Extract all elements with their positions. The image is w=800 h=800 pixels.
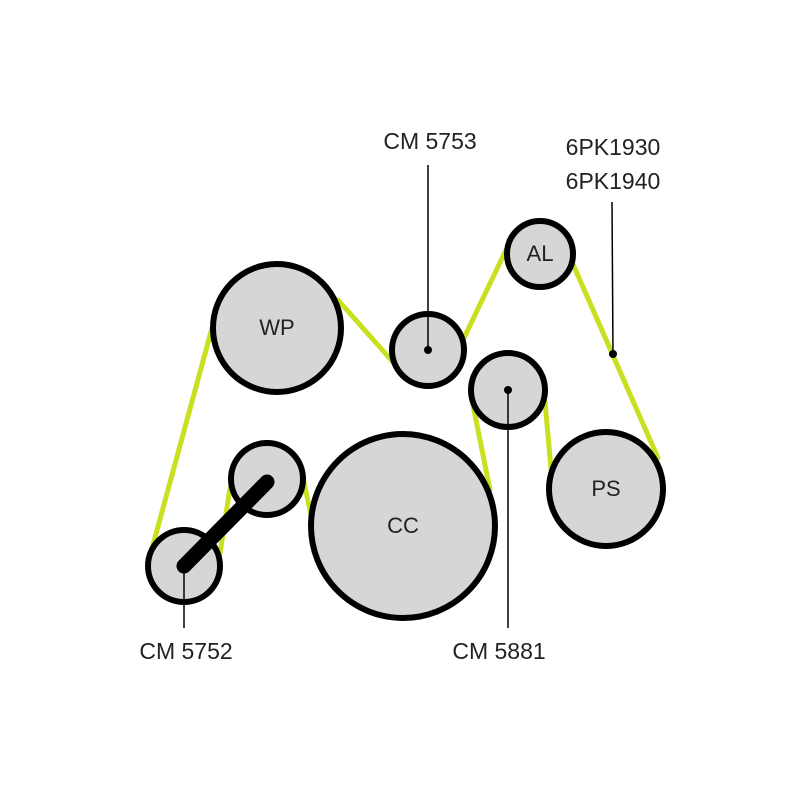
leader-dot [504,386,512,394]
belt [147,247,661,563]
pulley-wp [210,261,344,395]
belt-segment [569,259,661,461]
belt-segment [469,397,493,493]
pulley-label-al: AL [527,241,554,266]
leader-dot [424,346,432,354]
pulley-al [504,218,576,290]
belt-segment [335,297,396,365]
leader-belt [611,201,614,355]
pulley-label-ps: PS [591,476,620,501]
callout-belt-6pk1940: 6PK1940 [566,168,661,194]
pulley-label-cc: CC [387,513,419,538]
tensioner-arm [176,474,275,574]
leader-dot [609,350,617,358]
pulley-ps [546,429,666,549]
belt-segment [461,247,509,341]
pulley-label-wp: WP [259,315,294,340]
callout-cm5753: CM 5753 [383,128,476,154]
pulley-cc [308,431,498,621]
belt-segment [147,325,215,559]
callout-belt-6pk1930: 6PK1930 [566,134,661,160]
callout-cm5752: CM 5752 [139,638,232,664]
callout-cm5881: CM 5881 [452,638,545,664]
